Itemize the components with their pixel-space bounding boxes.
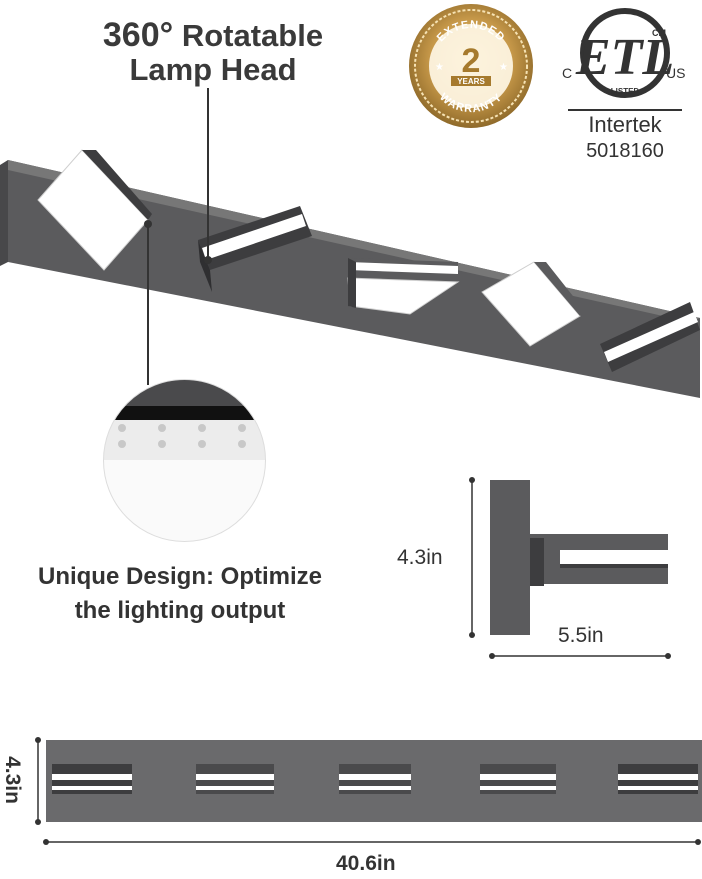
design-caption-line1: Unique Design: Optimize <box>37 563 322 590</box>
design-caption: Unique Design: Optimize the lighting out… <box>0 560 360 628</box>
front-lamp-5 <box>618 764 698 794</box>
star-icon: ★ <box>499 62 508 73</box>
side-view-dimensions <box>469 477 671 659</box>
badge-ribbon <box>451 76 491 86</box>
front-lamp-3 <box>339 764 411 794</box>
side-depth-label: 5.5in <box>558 624 604 647</box>
lamp-head-3 <box>347 258 460 315</box>
badge-years: YEARS <box>457 77 485 86</box>
front-lamp-heads <box>52 764 698 794</box>
design-caption-line2: the lighting output <box>74 597 286 624</box>
backplate-side <box>0 160 8 266</box>
lamp-head-2 <box>198 206 312 292</box>
zoom-detail <box>103 379 266 542</box>
certification-text: Intertek 5018160 <box>565 112 685 164</box>
side-lens <box>560 550 668 564</box>
headline-line2: Lamp Head <box>129 52 297 87</box>
etl-cm: CM <box>652 28 666 38</box>
headline-bold: 360° <box>102 16 174 54</box>
front-lamp-2 <box>196 764 274 794</box>
cert-number: 5018160 <box>586 140 664 162</box>
star-icon: ★ <box>435 62 444 73</box>
side-backplate <box>490 480 530 635</box>
etl-us: US <box>666 65 685 81</box>
etl-logo-letters: ETL <box>575 29 674 86</box>
badge-number: 2 <box>462 42 481 80</box>
cert-company: Intertek <box>588 112 662 137</box>
lamp-head-4 <box>481 261 584 347</box>
fixture-perspective <box>0 149 700 398</box>
front-width-label: 40.6in <box>336 852 396 875</box>
front-lamp-1 <box>52 764 132 794</box>
lamp-head-5 <box>600 302 700 372</box>
etl-ring <box>580 8 670 98</box>
etl-c: C <box>562 65 572 81</box>
front-lamp-4 <box>480 764 556 794</box>
front-height-label: 4.3in <box>1 756 24 804</box>
headline-rest: Rotatable <box>181 18 324 53</box>
front-view-dimensions <box>35 737 702 845</box>
side-height-label: 4.3in <box>397 546 443 569</box>
etl-listed: LISTED <box>611 87 640 96</box>
warranty-badge: EXTENDED WARRANTY 2 YEARS ★ ★ <box>409 4 533 128</box>
badge-seal <box>409 4 533 128</box>
etl-listed-mark: ETL CM LISTED C US <box>562 8 685 111</box>
lamp-head-1 <box>37 149 152 271</box>
headline: 360° Rotatable Lamp Head <box>78 18 348 87</box>
